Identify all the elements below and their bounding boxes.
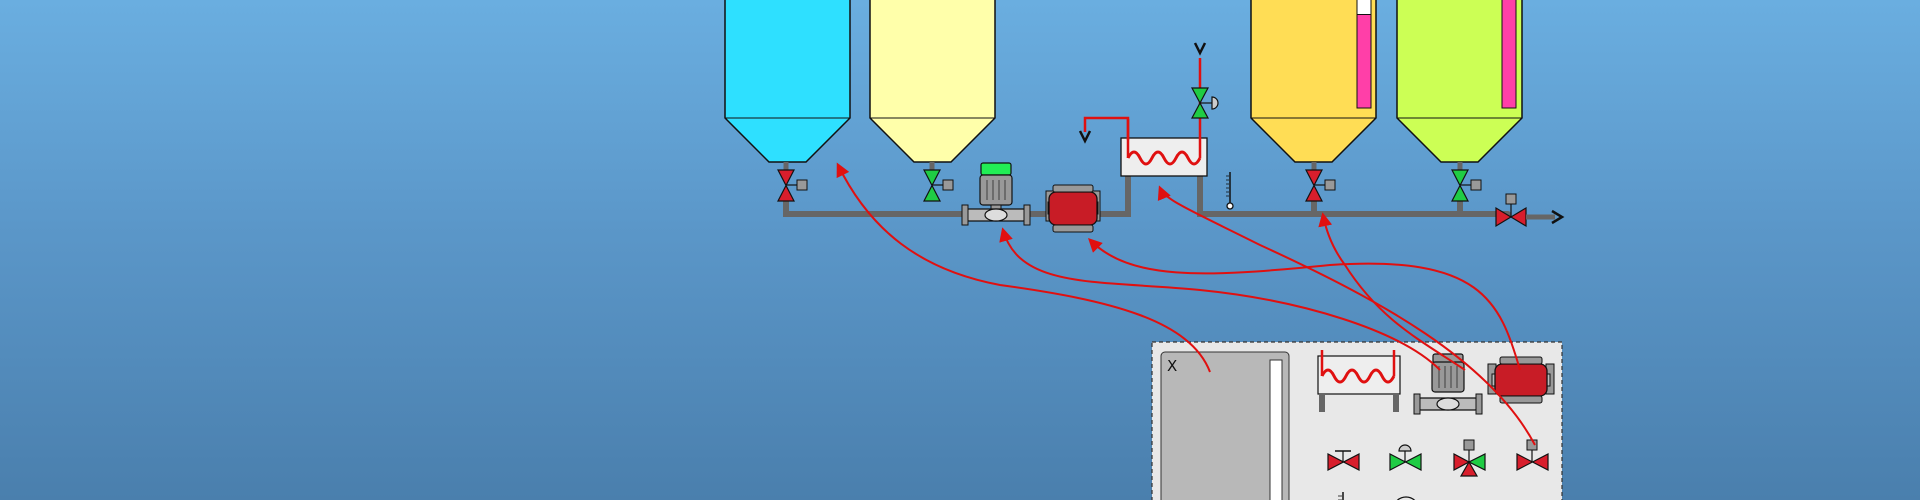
- tank-orange[interactable]: [1250, 0, 1377, 163]
- tank-orange-outlet-valve[interactable]: [1305, 162, 1336, 202]
- solenoid-valve-icon[interactable]: [1516, 439, 1549, 471]
- pipe-right-header: [1197, 172, 1511, 217]
- motor-pump-icon[interactable]: [1413, 353, 1483, 415]
- tank-lime-level-indicator: [1501, 0, 1517, 109]
- tank-pale-yellow[interactable]: [869, 0, 996, 163]
- link-heat-exchanger-to-line-exchanger: [1157, 185, 1536, 446]
- tank-cyan[interactable]: [724, 0, 851, 163]
- line-circulation-pump[interactable]: [1045, 184, 1101, 233]
- link-solenoid-valve-to-orange-valve: [1318, 212, 1466, 371]
- link-circ-pump-to-line-circ-pump: [1088, 238, 1521, 371]
- tank-orange-level-bar: [1356, 14, 1372, 109]
- tank-cyan-outlet-valve[interactable]: [777, 162, 808, 202]
- link-palette-list-to-cyan-tank: [836, 162, 1211, 373]
- palette-component-list[interactable]: [1160, 351, 1290, 500]
- manual-valve-icon[interactable]: [1327, 450, 1360, 471]
- palette-close-button[interactable]: X: [1167, 357, 1177, 375]
- tank-lime-level-bar: [1501, 0, 1517, 109]
- tank-orange-level-indicator: [1356, 0, 1372, 109]
- discharge-three-way-valve[interactable]: [1495, 193, 1527, 228]
- control-valve-icon[interactable]: [1389, 444, 1422, 471]
- palette-scrollbar[interactable]: [1269, 359, 1283, 500]
- drag-link-connectors: [836, 162, 1536, 446]
- circulation-pump-icon[interactable]: [1487, 356, 1555, 404]
- component-palette[interactable]: X: [1151, 341, 1563, 500]
- vent-control-valve[interactable]: [1191, 42, 1219, 140]
- three-way-valve-icon[interactable]: [1453, 439, 1486, 477]
- tank-lime[interactable]: [1396, 0, 1523, 163]
- exchanger-vent-line: [1078, 116, 1130, 144]
- link-motor-pump-to-line-pump: [999, 227, 1441, 371]
- line-motor-pump[interactable]: [961, 162, 1031, 226]
- outlet-arrow-icon: [1526, 209, 1565, 225]
- pipe-left-header: [783, 172, 1131, 217]
- tank-lime-outlet-valve[interactable]: [1451, 162, 1482, 202]
- palette-thermometer-icon[interactable]: [1338, 492, 1344, 500]
- thermometer-icon[interactable]: [1226, 172, 1234, 210]
- gauge-icon[interactable]: [1393, 496, 1419, 500]
- tank-pale-yellow-outlet-valve[interactable]: [923, 162, 954, 202]
- pipe-network: [783, 172, 1511, 217]
- heat-exchanger-icon[interactable]: [1317, 350, 1401, 412]
- line-heat-exchanger[interactable]: [1120, 119, 1208, 177]
